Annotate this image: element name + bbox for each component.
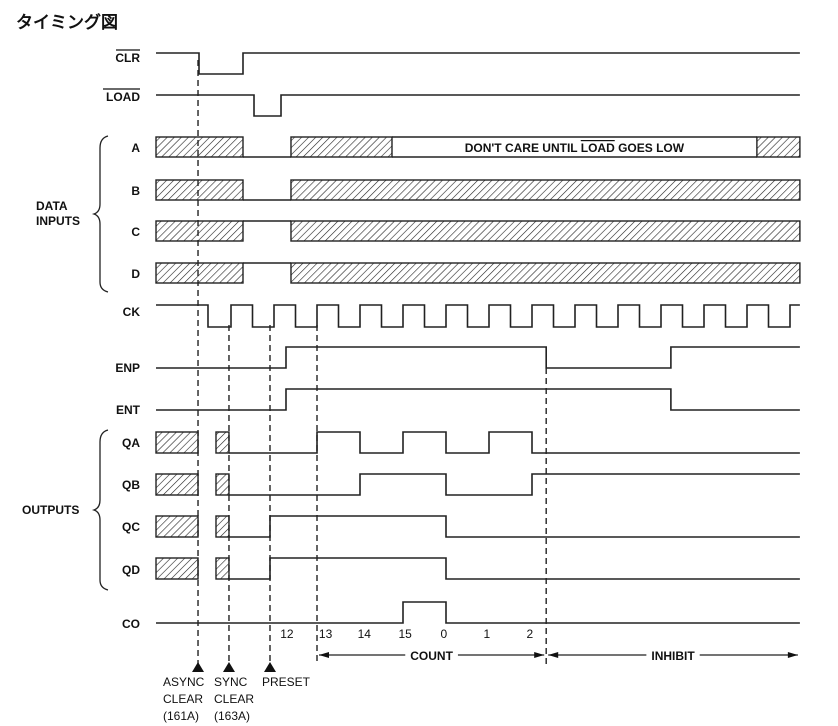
label-a: A [131, 141, 140, 155]
hatch-qb-1 [215, 473, 230, 496]
brace-outputs [91, 429, 109, 591]
hatch-qb-0 [155, 473, 199, 496]
marker-label: SYNC [214, 675, 248, 689]
marker-label: (161A) [163, 709, 199, 723]
label-c: C [131, 225, 140, 239]
label-clr: CLR [115, 51, 140, 65]
label-enp: ENP [115, 361, 140, 375]
waveform-ck [156, 304, 800, 328]
dont-care-text: DON'T CARE UNTIL LOAD GOES LOW [465, 141, 685, 155]
waveform-qc [228, 515, 800, 538]
label-data-inputs-2: INPUTS [36, 214, 80, 228]
marker-arrow-icon [264, 662, 277, 672]
marker-label: CLEAR [163, 692, 203, 706]
hatch-qd-1 [215, 557, 230, 580]
brace-data-inputs [91, 135, 109, 293]
marker-label: PRESET [262, 675, 311, 689]
waveform-ent [156, 388, 800, 411]
label-d: D [131, 267, 140, 281]
page-title: タイミング図 [16, 13, 118, 33]
hatch-d-0 [155, 262, 244, 284]
label-qb: QB [122, 478, 140, 492]
count-value-label: 14 [358, 627, 372, 641]
count-arrow-left-icon [319, 652, 329, 658]
hatch-qc-0 [155, 515, 199, 538]
inhibit-label: INHIBIT [651, 649, 695, 663]
hatch-a-1 [290, 136, 393, 158]
count-value-label: 2 [527, 627, 534, 641]
hatch-a-0 [155, 136, 244, 158]
label-b: B [131, 184, 140, 198]
count-value-label: 15 [398, 627, 412, 641]
waveform-enp [156, 346, 800, 369]
count-arrow-right-icon [534, 652, 545, 658]
waveform-clr [156, 52, 800, 75]
count-label: COUNT [410, 649, 453, 663]
waveform-co [156, 601, 800, 624]
label-qa: QA [122, 436, 140, 450]
dont-care-region [391, 136, 757, 158]
label-ck: CK [123, 305, 141, 319]
label-outputs: OUTPUTS [22, 503, 79, 517]
hatch-a-2 [756, 136, 801, 158]
hatch-d-1 [290, 262, 801, 284]
hatch-qc-1 [215, 515, 230, 538]
hatch-qd-0 [155, 557, 199, 580]
label-load: LOAD [106, 90, 140, 104]
marker-arrow-icon [222, 662, 235, 672]
label-co: CO [122, 617, 140, 631]
count-value-label: 0 [441, 627, 448, 641]
label-qc: QC [122, 520, 140, 534]
hatch-qa-1 [215, 431, 230, 454]
marker-label: CLEAR [214, 692, 254, 706]
hatch-c-0 [155, 220, 244, 242]
hatch-b-1 [290, 179, 801, 201]
label-ent: ENT [116, 403, 141, 417]
waveform-qb [228, 473, 800, 496]
label-data-inputs-1: DATA [36, 199, 68, 213]
inhibit-arrow-left-icon [548, 652, 559, 658]
waveform-qa [228, 431, 800, 454]
waveform-load [156, 94, 800, 117]
marker-label: (163A) [214, 709, 250, 723]
hatch-c-1 [290, 220, 801, 242]
hatch-b-0 [155, 179, 244, 201]
marker-label: ASYNC [163, 675, 205, 689]
count-value-label: 13 [319, 627, 333, 641]
count-value-label: 12 [280, 627, 294, 641]
inhibit-arrow-right-icon [787, 652, 798, 658]
waveform-qd [228, 557, 800, 580]
hatch-qa-0 [155, 431, 199, 454]
marker-arrow-icon [192, 662, 205, 672]
count-value-label: 1 [484, 627, 491, 641]
label-qd: QD [122, 563, 140, 577]
